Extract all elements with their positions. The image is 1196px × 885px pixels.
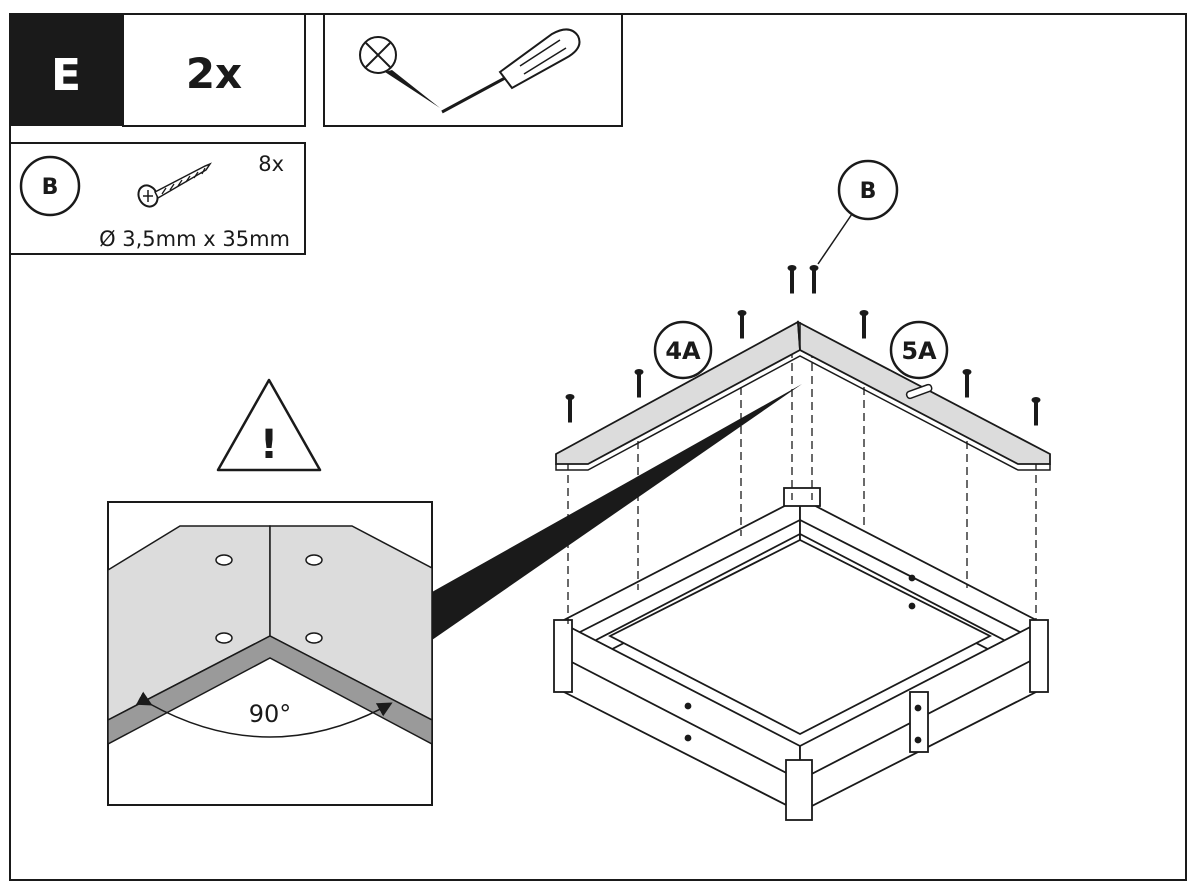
- hardware-size: Ø 3,5mm x 35mm: [99, 227, 290, 251]
- guide-lines: [567, 350, 1037, 624]
- screw-icon: [634, 369, 644, 398]
- screws: [565, 265, 1041, 426]
- step-quantity: 2x: [186, 49, 242, 98]
- detail-edge: [107, 635, 433, 746]
- hardware-label: B: [42, 175, 59, 200]
- step-letter: E: [51, 50, 81, 101]
- screw-icon: [787, 265, 797, 294]
- detail-hole: [305, 632, 323, 644]
- sandbox-frame: [553, 487, 1049, 821]
- hardware-box: B 8x Ø 3,5mm x 35mm: [9, 142, 306, 255]
- part-callout-5a: 5A: [889, 320, 949, 380]
- detail-hole: [305, 554, 323, 566]
- crossed-circle-icon: [359, 36, 440, 108]
- hardware-count: 8x: [258, 152, 284, 176]
- screw-icon: [137, 162, 212, 208]
- screw-icon: [737, 310, 747, 339]
- angle-label: 90°: [249, 700, 292, 728]
- part-callout-4a: 4A: [653, 320, 713, 380]
- detail-hole: [215, 632, 233, 644]
- hardware-frame: [9, 142, 306, 255]
- screw-icon: [809, 265, 819, 294]
- detail-panel-right: [269, 525, 433, 722]
- top-boards: [555, 320, 1051, 471]
- screw-icon: [1031, 397, 1041, 426]
- angle-arc: [135, 691, 393, 738]
- step-quantity-box: [122, 13, 306, 127]
- tools-box: [323, 13, 623, 127]
- detail-pointer: [432, 384, 802, 640]
- detail-inset: 90°: [107, 501, 433, 806]
- step-letter-box: [10, 14, 123, 126]
- screw-icon: [859, 310, 869, 339]
- part-label-5a: 5A: [901, 337, 937, 365]
- detail-hole: [215, 554, 233, 566]
- hardware-label-circle: [19, 155, 81, 217]
- tools-frame: [323, 13, 623, 127]
- screw-callout-label: B: [860, 179, 877, 204]
- screw-callout: B: [817, 159, 899, 265]
- screw-icon: [962, 369, 972, 398]
- screwdriver-icon: [441, 28, 581, 114]
- step-header: E 2x: [10, 13, 306, 127]
- warning-triangle-icon: !: [216, 378, 322, 472]
- board-slot: [905, 383, 933, 400]
- part-label-4a: 4A: [665, 337, 701, 365]
- screw-icon: [565, 394, 575, 423]
- warning-glyph: !: [260, 422, 278, 468]
- board-4a: [555, 320, 801, 465]
